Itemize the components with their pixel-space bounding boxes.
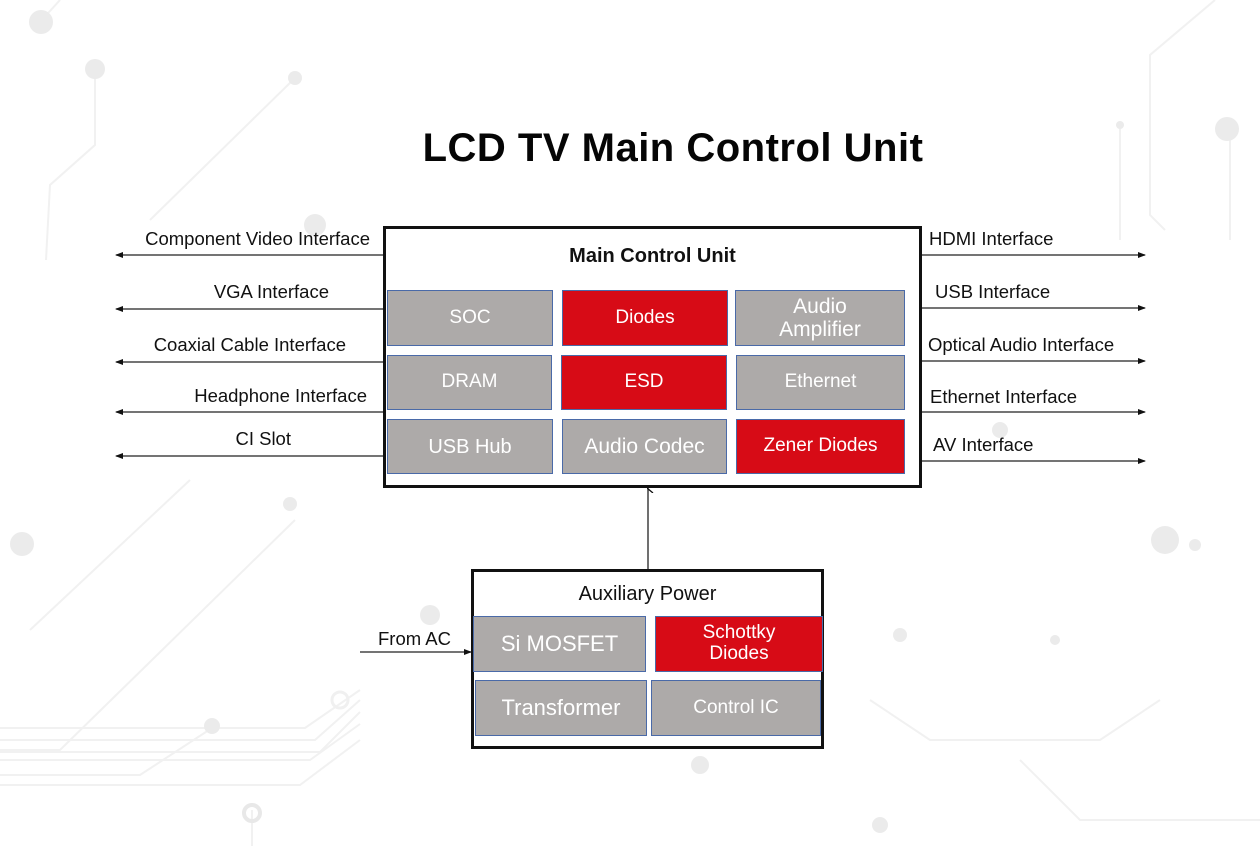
component-diodes: Diodes	[562, 290, 728, 346]
component-ethernet: Ethernet	[736, 355, 905, 410]
left-interface-label: Component Video Interface	[145, 228, 370, 249]
auxiliary-power-title: Auxiliary Power	[578, 583, 717, 605]
from-ac-label: From AC	[378, 628, 451, 649]
left-interface-label: CI Slot	[235, 428, 291, 449]
component-control-ic: Control IC	[651, 680, 821, 736]
auxiliary-power-box: Auxiliary Power Si MOSFET Schottky Diode…	[471, 569, 824, 749]
left-interface-label: VGA Interface	[213, 281, 329, 302]
component-transformer: Transformer	[475, 680, 647, 736]
component-audio-codec: Audio Codec	[562, 419, 727, 474]
main-control-unit-title: Main Control Unit	[569, 245, 736, 267]
main-control-unit-box: Main Control Unit SOC Diodes Audio Ampli…	[383, 226, 922, 488]
component-zener-diodes: Zener Diodes	[736, 419, 905, 474]
component-si-mosfet: Si MOSFET	[473, 616, 646, 672]
page-title: LCD TV Main Control Unit	[422, 126, 924, 170]
left-interface-label: Coaxial Cable Interface	[153, 334, 346, 355]
right-interface-label: AV Interface	[933, 434, 1034, 455]
right-interface-label: HDMI Interface	[929, 228, 1054, 249]
component-audio-amplifier: Audio Amplifier	[735, 290, 905, 346]
component-esd: ESD	[561, 355, 727, 410]
left-interface-label: Headphone Interface	[194, 385, 367, 406]
component-dram: DRAM	[387, 355, 552, 410]
right-interface-label: Optical Audio Interface	[928, 334, 1115, 355]
component-schottky-diodes: Schottky Diodes	[655, 616, 823, 672]
component-soc: SOC	[387, 290, 553, 346]
right-interface-label: Ethernet Interface	[930, 386, 1078, 407]
right-interface-label: USB Interface	[935, 281, 1051, 302]
component-usb-hub: USB Hub	[387, 419, 553, 474]
